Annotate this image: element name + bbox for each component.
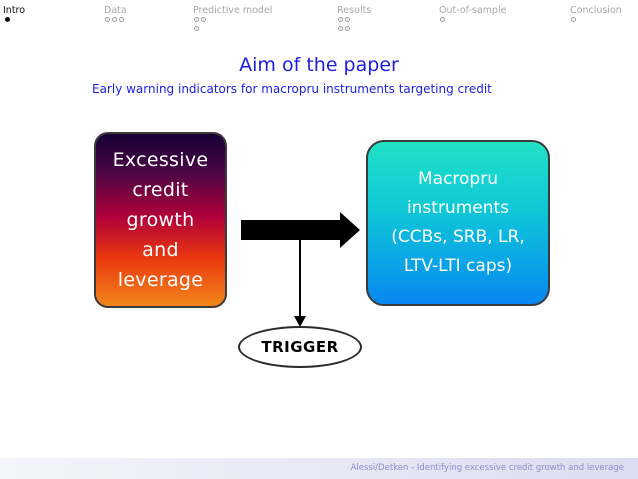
macropru-instruments-label: Macropru instruments (CCBs, SRB, LR, LTV… (391, 169, 525, 276)
nav-section-results[interactable]: Results (337, 5, 371, 16)
nav-dot-results-1[interactable] (338, 17, 343, 22)
nav-dot-results-3[interactable] (338, 26, 343, 31)
nav-dot-data-2[interactable] (112, 17, 117, 22)
vertical-arrow-head (294, 316, 306, 327)
trigger-ellipse: TRIGGER (238, 326, 362, 368)
nav-section-intro[interactable]: Intro (3, 5, 25, 16)
slide-subtitle: Early warning indicators for macropru in… (92, 82, 492, 96)
nav-section-data-label: Data (104, 5, 127, 16)
nav-section-predictive-model[interactable]: Predictive model (193, 5, 272, 16)
horizontal-arrow-shaft (241, 220, 343, 240)
nav-section-intro-label: Intro (3, 5, 26, 16)
nav-dot-model-2[interactable] (201, 17, 206, 22)
nav-section-out-of-sample[interactable]: Out-of-sample (439, 5, 506, 16)
trigger-label: TRIGGER (261, 338, 339, 356)
nav-dot-results-4[interactable] (345, 26, 350, 31)
nav-dot-results-2[interactable] (345, 17, 350, 22)
nav-section-predictive-model-label: Predictive model (193, 5, 273, 16)
excessive-credit-box: Excessive credit growth and leverage (94, 132, 227, 308)
macropru-instruments-box: Macropru instruments (CCBs, SRB, LR, LTV… (366, 140, 550, 306)
nav-dot-oos-1[interactable] (440, 17, 445, 22)
horizontal-arrow-head (340, 212, 360, 248)
nav-dot-intro-1[interactable] (5, 17, 10, 22)
nav-section-results-label: Results (337, 5, 372, 16)
nav-section-out-of-sample-label: Out-of-sample (439, 5, 507, 16)
nav-dot-conclusion-1[interactable] (571, 17, 576, 22)
slide-title: Aim of the paper (239, 54, 399, 76)
nav-section-conclusion-label: Conclusion (570, 5, 622, 16)
nav-dot-model-1[interactable] (194, 17, 199, 22)
nav-dot-data-3[interactable] (119, 17, 124, 22)
nav-section-conclusion[interactable]: Conclusion (570, 5, 622, 16)
footer-bar: Alessi/Detken - Identifying excessive cr… (0, 458, 638, 479)
nav-section-data[interactable]: Data (104, 5, 127, 16)
nav-dot-model-3[interactable] (194, 26, 199, 31)
nav-dot-data-1[interactable] (105, 17, 110, 22)
section-navigation: Intro Data Predictive model Results Out-… (0, 0, 638, 38)
footer-text: Alessi/Detken - Identifying excessive cr… (350, 463, 624, 473)
excessive-credit-label: Excessive credit growth and leverage (112, 149, 209, 291)
